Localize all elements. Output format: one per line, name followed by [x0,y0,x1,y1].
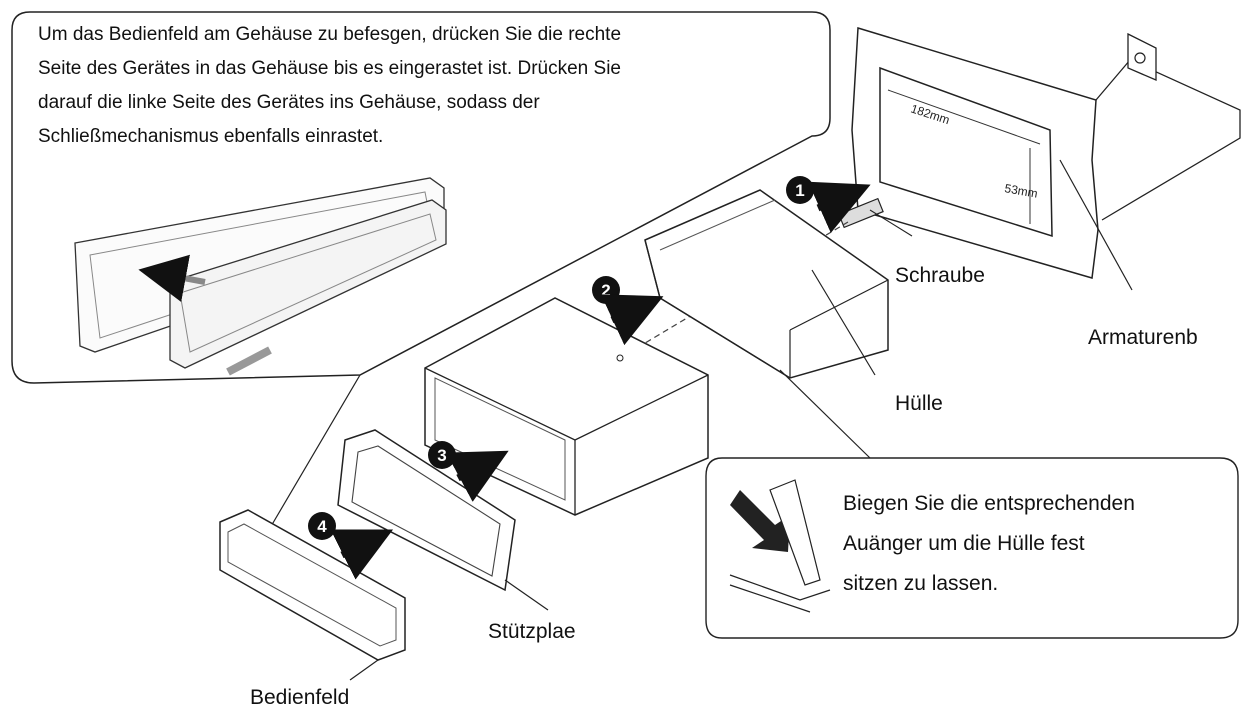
step-4-number: 4 [317,517,327,536]
sleeve-illustration [644,189,889,379]
step-3-number: 3 [437,446,446,465]
bend-instruction-text: Biegen Sie die entsprechenden Auänger um… [843,492,1135,595]
bend-callout [705,369,1239,639]
label-sleeve: Hülle [895,392,943,415]
label-dashboard: Armaturenb [1088,326,1198,349]
step-2-number: 2 [601,281,610,300]
instruction-text: Um das Bedienfeld am Gehäuse zu befesgen… [38,24,622,147]
support-plate-illustration [337,429,549,611]
step-2-marker: 2 [592,276,664,346]
dashboard-illustration: 182mm 53mm [851,27,1241,291]
label-support-plate: Stützplae [488,620,576,643]
svg-text:53mm: 53mm [1003,181,1038,201]
label-screw: Schraube [895,264,985,287]
label-front-panel: Bedienfeld [250,686,350,709]
step-3-marker: 3 [428,441,509,502]
front-panel-illustration [219,509,406,681]
step-1-marker: 1 [786,176,871,233]
panel-illustration [74,177,447,376]
step-1-number: 1 [795,181,804,200]
step-4-marker: 4 [308,512,394,580]
